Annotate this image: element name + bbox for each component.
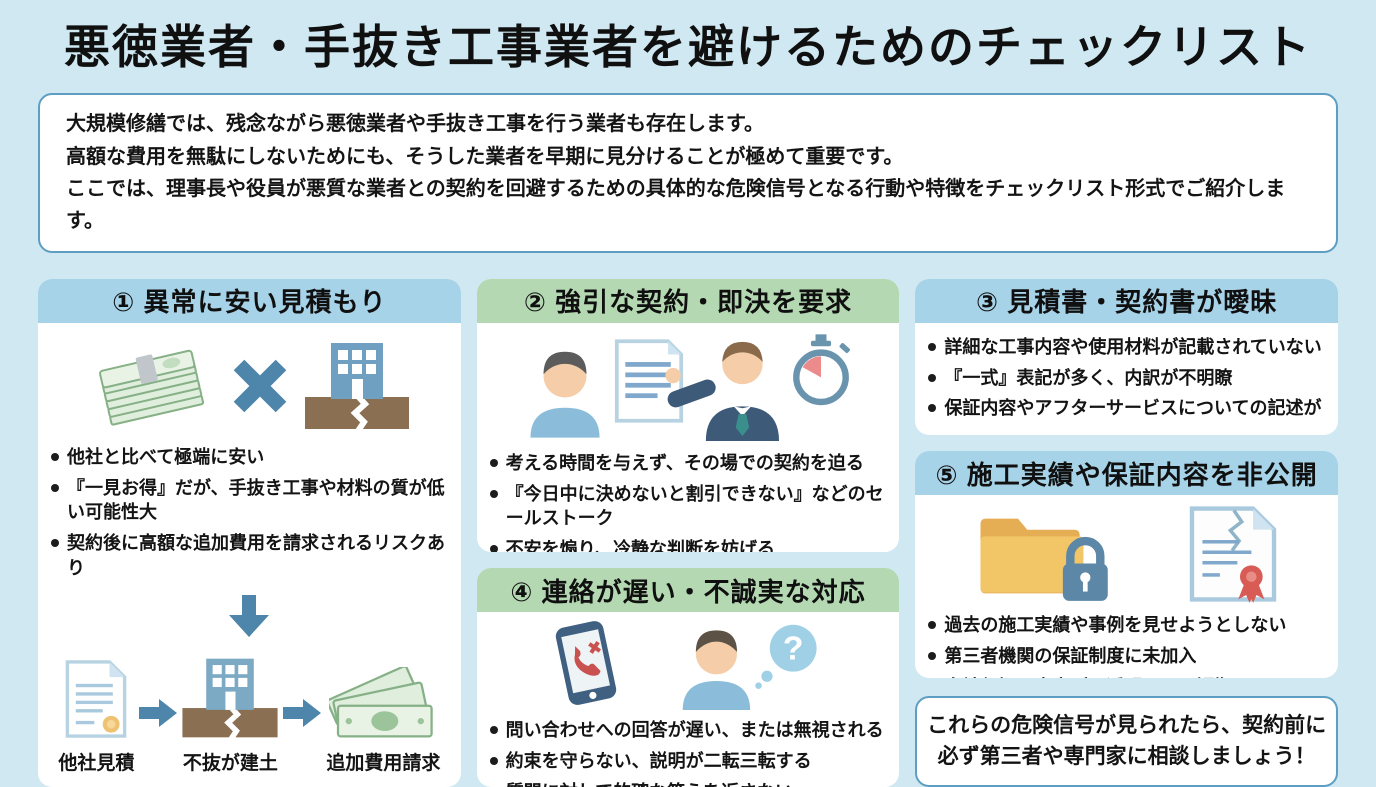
bullet-text: 契約後に高額な追加費用を請求されるリスクあり xyxy=(67,533,445,579)
bullet-dot xyxy=(928,373,937,382)
card-cheap-estimate: ① 異常に安い見積もり xyxy=(38,278,461,787)
bullet-dot xyxy=(51,452,59,461)
checklist-grid: ① 異常に安い見積もり xyxy=(38,278,1339,787)
intro-line: 高額な費用を無駄にしないためにも、そうした業者を早期に見分けることが極めて重要で… xyxy=(66,145,904,168)
bullet-text: 不安を煽り、冷静な判断を妨げる xyxy=(505,539,775,553)
pushy-contract-bullets: 考える時間を与えず、その場での契約を迫る 『今日中に決めないと割引できない』など… xyxy=(477,443,900,553)
bullet-item: 不安を煽り、冷静な判断を妨げる xyxy=(489,537,887,553)
bullet-dot xyxy=(928,342,937,351)
card-header: ① 異常に安い見積もり xyxy=(38,278,461,323)
bullet-dot xyxy=(489,458,498,467)
salesman-icon xyxy=(665,337,791,441)
flow-step-label: 不抜が建土 xyxy=(182,752,278,774)
advice-note-line: 必ず第三者や専門家に相談しましょう！ xyxy=(937,745,1316,769)
flow-step-shoddy-build: 不抜が建土 xyxy=(182,655,278,775)
right-arrow-icon xyxy=(283,697,322,729)
down-arrow-icon xyxy=(38,594,461,637)
cheap-estimate-bullets: 他社と比べて極端に安い 『一見お得』だが、手抜き工事や材料の質が低い可能性大 契… xyxy=(38,437,461,593)
bullet-dot xyxy=(51,539,59,548)
bullet-text: 約束を守らない、説明が二転三転する xyxy=(505,750,812,771)
bullet-item: 問い合わせへの回答が遅い、または無視される xyxy=(489,718,887,743)
flow-step-label: 他社見積 xyxy=(58,752,135,774)
bullet-text: 自社保証の内容が不透明または短期 xyxy=(944,675,1232,678)
card-slow-response: ④ 連絡が遅い・不誠実な対応 xyxy=(476,568,900,787)
bullet-text: 過去の施工実績や事例を見せようとしない xyxy=(944,615,1287,636)
bullet-item: 第三者機関の保証制度に未加入 xyxy=(928,644,1325,669)
page-title: 悪徳業者・手抜き工事業者を避けるためのチェックリスト xyxy=(64,21,1312,73)
bullet-text: 問い合わせへの回答が遅い、または無視される xyxy=(505,720,884,741)
flow-step-label: 追加費用請求 xyxy=(326,752,441,774)
advice-note-box: これらの危険信号が見られたら、契約前に 必ず第三者や専門家に相談しましょう！ xyxy=(915,695,1339,787)
bullet-dot xyxy=(51,483,59,492)
confused-person-icon: ? xyxy=(677,622,827,711)
cracked-building-icon xyxy=(305,339,410,433)
question-mark: ? xyxy=(782,630,803,668)
intro-box: 大規模修繕では、残念ながら悪徳業者や手抜き工事を行う業者も存在します。 高額な費… xyxy=(38,93,1338,253)
bullet-item: 『一見お得』だが、手抜き工事や材料の質が低い可能性大 xyxy=(51,476,448,526)
bullet-item: 詳細な工事内容や使用材料が記載されていない xyxy=(928,335,1325,360)
card-header: ② 強引な契約・即決を要求 xyxy=(476,278,900,323)
card-pushy-contract: ② 強引な契約・即決を要求 xyxy=(476,278,900,553)
hidden-track-record-illustration xyxy=(915,495,1338,605)
torn-certificate-icon xyxy=(1185,505,1281,604)
bullet-text: 考える時間を与えず、その場での契約を迫る xyxy=(505,452,864,473)
stopwatch-icon xyxy=(789,333,853,407)
bullet-item: 約束を守らない、説明が二転三転する xyxy=(489,749,887,774)
bullet-item: 過去の施工実績や事例を見せようとしない xyxy=(928,613,1325,638)
hidden-track-record-bullets: 過去の施工実績や事例を見せようとしない 第三者機関の保証制度に未加入 自社保証の… xyxy=(915,605,1338,678)
estimate-document-icon xyxy=(64,657,128,741)
bullet-item: 他社と比べて極端に安い xyxy=(51,445,448,470)
locked-folder-icon xyxy=(973,509,1119,603)
slow-response-bullets: 問い合わせへの回答が遅い、または無視される 約束を守らない、説明が二転三転する … xyxy=(477,710,900,787)
column-left: ① 異常に安い見積もり xyxy=(38,278,461,787)
customer-person-icon xyxy=(523,343,607,439)
flow-step-estimate: 他社見積 xyxy=(58,657,134,775)
card-header: ③ 見積書・契約書が曖昧 xyxy=(915,278,1339,323)
bullet-dot xyxy=(928,621,937,630)
money-stack-icon xyxy=(89,344,215,428)
bullet-text: 『一見お得』だが、手抜き工事や材料の質が低い可能性大 xyxy=(67,477,445,523)
card-header: ④ 連絡が遅い・不誠実な対応 xyxy=(476,568,900,613)
column-middle: ② 強引な契約・即決を要求 xyxy=(476,278,900,787)
bullet-dot xyxy=(489,545,498,553)
column-right: ③ 見積書・契約書が曖昧 詳細な工事内容や使用材料が記載されていない 『一式』表… xyxy=(915,278,1339,787)
flow-step-extra-cost: 追加費用請求 xyxy=(326,666,441,775)
bullet-item: 自社保証の内容が不透明または短期 xyxy=(928,675,1325,678)
bullet-text: 第三者機関の保証制度に未加入 xyxy=(944,646,1197,667)
bullet-dot xyxy=(489,489,498,498)
bullet-dot xyxy=(489,726,498,735)
contract-paper-icon xyxy=(613,337,685,425)
money-fan-icon xyxy=(329,666,437,741)
advice-note-line: これらの危険信号が見られたら、契約前に xyxy=(927,713,1327,737)
bullet-item: 考える時間を与えず、その場での契約を迫る xyxy=(489,451,887,476)
card-hidden-track-record: ⑤ 施工実績や保証内容を非公開 xyxy=(915,451,1339,678)
bullet-item: 契約後に高額な追加費用を請求されるリスクあり xyxy=(51,531,448,581)
intro-line: ここでは、理事長や役員が悪質な業者との契約を回避するための具体的な危険信号となる… xyxy=(66,177,1286,233)
bullet-dot xyxy=(928,652,937,661)
bullet-text: 詳細な工事内容や使用材料が記載されていない xyxy=(944,336,1322,357)
bullet-text: 『一式』表記が多く、内訳が不明瞭 xyxy=(944,367,1233,388)
bullet-text: 他社と比べて極端に安い xyxy=(67,446,265,467)
bullet-text: 保証内容やアフターサービスについての記述が xyxy=(944,398,1322,419)
pushy-contract-illustration xyxy=(477,323,900,443)
cheap-estimate-illustration xyxy=(38,323,461,437)
card-header: ⑤ 施工実績や保証内容を非公開 xyxy=(915,451,1339,496)
cracked-building-icon xyxy=(182,655,278,741)
cross-icon xyxy=(231,357,289,415)
right-arrow-icon xyxy=(139,697,178,729)
slow-response-illustration: ? xyxy=(477,612,900,711)
vague-documents-bullets: 詳細な工事内容や使用材料が記載されていない 『一式』表記が多く、内訳が不明瞭 保… xyxy=(915,323,1338,435)
consequence-flow: 他社見積 xyxy=(38,655,461,787)
card-vague-documents: ③ 見積書・契約書が曖昧 詳細な工事内容や使用材料が記載されていない 『一式』表… xyxy=(915,278,1339,436)
intro-line: 大規模修繕では、残念ながら悪徳業者や手抜き工事を行う業者も存在します。 xyxy=(66,113,764,136)
bullet-dot xyxy=(489,756,498,765)
bullet-item: 質問に対して的確な答えを返さない xyxy=(490,780,887,787)
missed-call-phone-icon xyxy=(550,620,622,706)
bullet-dot xyxy=(928,404,937,413)
bullet-text: 質問に対して的確な答えを返さない xyxy=(506,780,793,787)
bullet-item: 保証内容やアフターサービスについての記述が xyxy=(928,396,1325,421)
bullet-item: 『一式』表記が多く、内訳が不明瞭 xyxy=(928,366,1325,391)
bullet-text: 『今日中に決めないと割引できない』などのセールストーク xyxy=(505,483,884,529)
bullet-item: 『今日中に決めないと割引できない』などのセールストーク xyxy=(489,482,887,532)
